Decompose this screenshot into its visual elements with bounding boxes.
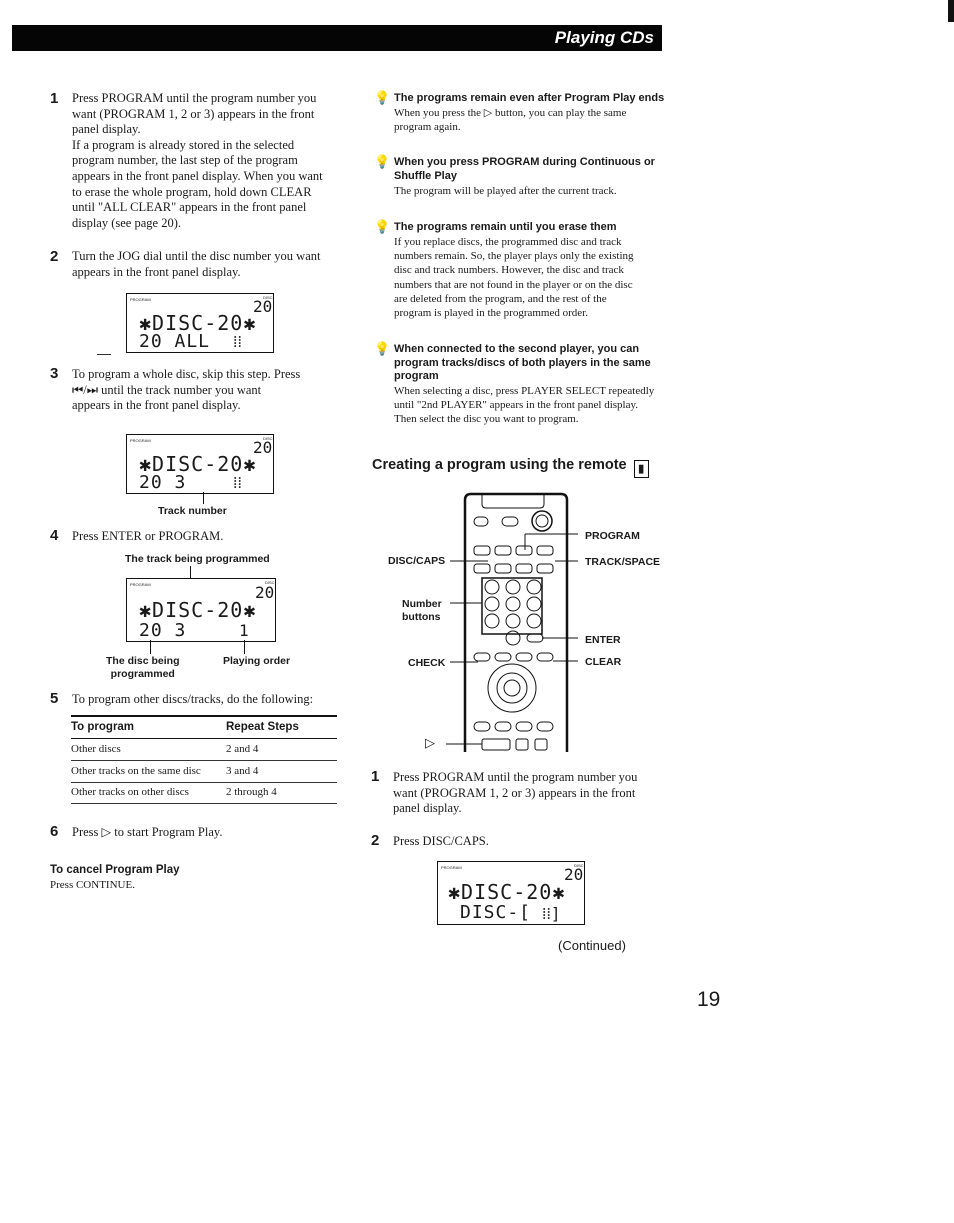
tip-2-title: When you press PROGRAM during Continuous… (394, 156, 655, 182)
remote-step-2-text: Press DISC/CAPS. (393, 834, 489, 848)
table-cell: Other tracks on other discs (71, 786, 189, 798)
tip-2-body: The program will be played after the cur… (394, 185, 617, 197)
table-cell: Other discs (71, 743, 121, 755)
disc-caps-button-label: DISC/CAPS (388, 555, 446, 567)
tip-icon: 💡 (374, 341, 391, 356)
step-1-number: 1 (50, 90, 59, 107)
blink-indicator-icon: ⁞⁞] (542, 904, 561, 923)
table-row-rule (71, 760, 337, 761)
lcd-display-disc-caps: PROGRAM DISC 20 ✱DISC-20✱ DISC-[ ⁞⁞] (437, 861, 585, 925)
step-4-text: Press ENTER or PROGRAM. (72, 529, 224, 543)
playing-order-label: Playing order (223, 655, 291, 667)
tip-1-title: The programs remain even after Program P… (394, 92, 665, 104)
enter-button-label: ENTER (585, 634, 621, 646)
check-button-label: CHECK (408, 657, 446, 669)
step-5-text: To program other discs/tracks, do the fo… (72, 692, 314, 706)
cancel-program-text: Press CONTINUE. (50, 879, 135, 891)
section-header-bar: Playing CDs (12, 25, 662, 51)
remote-step-2-number: 2 (371, 832, 380, 849)
lcd-display-program-step: PROGRAM DISC 20 ✱DISC-20✱ 20 3 1 (126, 578, 276, 642)
step-3-text: To program a whole disc, skip this step.… (72, 367, 301, 413)
table-cell: Other tracks on the same disc (71, 765, 201, 777)
remote-section-heading: Creating a program using the remote ▮ (372, 457, 649, 478)
order-leader-line (244, 640, 245, 654)
tip-1-body: When you press the ▷ button, you can pla… (394, 107, 627, 134)
tip-icon: 💡 (374, 90, 391, 105)
tip-4-body: When selecting a disc, press PLAYER SELE… (394, 385, 655, 426)
tip-3-title: The programs remain until you erase them (394, 221, 617, 233)
disc-leader-line (150, 640, 151, 654)
step-5-number: 5 (50, 690, 59, 707)
play-button-label: ▷ (425, 735, 435, 750)
step-1-text: Press PROGRAM until the program number y… (72, 91, 323, 230)
blink-indicator-icon: ⁞⁞ (233, 332, 242, 351)
table-row-rule (71, 782, 337, 783)
table-cell: 2 and 4 (226, 743, 259, 755)
cancel-program-title: To cancel Program Play (50, 864, 180, 876)
continued-note: (Continued) (558, 938, 626, 953)
step-6-number: 6 (50, 823, 59, 840)
tip-icon: 💡 (374, 154, 391, 169)
table-header-to-program: To program (71, 721, 135, 733)
tip-3-body: If you replace discs, the programmed dis… (394, 236, 634, 320)
track-number-caption: Track number (158, 505, 227, 517)
step-4-number: 4 (50, 527, 59, 544)
divider (97, 354, 111, 355)
remote-step-1-text: Press PROGRAM until the program number y… (393, 770, 638, 816)
tip-icon: 💡 (374, 219, 391, 234)
step-2-number: 2 (50, 248, 59, 265)
tip-4-title: When connected to the second player, you… (394, 343, 651, 382)
lcd-display-track: PROGRAM DISC 20 ✱DISC-20✱ 20 3 ⁞⁞ (126, 434, 274, 494)
caption-leader-line (203, 492, 204, 504)
step-2-text: Turn the JOG dial until the disc number … (72, 249, 321, 279)
table-cell: 3 and 4 (226, 765, 259, 777)
table-cell: 2 through 4 (226, 786, 277, 798)
program-button-label: PROGRAM (585, 530, 640, 542)
track-being-programmed-label: The track being programmed (125, 553, 270, 565)
table-header-rule (71, 738, 337, 739)
table-header-repeat-steps: Repeat Steps (226, 721, 299, 733)
page-edge-mark (948, 0, 954, 22)
lcd-display-disc-all: PROGRAM DISC 20 ✱DISC-20✱ 20 ALL ⁞⁞ (126, 293, 274, 353)
table-top-rule (71, 715, 337, 717)
remote-step-1-number: 1 (371, 768, 380, 785)
blink-indicator-icon: ⁞⁞ (233, 473, 242, 492)
step-6-text: Press ▷ to start Program Play. (72, 825, 223, 839)
remote-control-illustration (446, 492, 578, 752)
track-space-button-label: TRACK/SPACE (585, 556, 661, 568)
step-3-number: 3 (50, 365, 59, 382)
page-number: 19 (697, 988, 721, 1011)
remote-icon: ▮ (633, 460, 649, 478)
section-title: Playing CDs (554, 28, 654, 47)
clear-button-label: CLEAR (585, 656, 622, 668)
table-bottom-rule (71, 803, 337, 804)
